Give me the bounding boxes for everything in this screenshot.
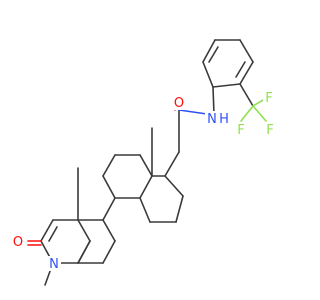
structure-diagram: O N O N H F F F — [12, 39, 276, 286]
bond-double-inner — [48, 226, 58, 242]
bond — [239, 39, 254, 63]
bond-cf3 — [252, 105, 267, 122]
bond — [40, 219, 54, 242]
fluorine-3-label: F — [237, 123, 244, 138]
bond — [202, 61, 214, 88]
bond — [239, 61, 254, 85]
bond — [102, 240, 116, 264]
nitrogen-amide-label: N — [207, 112, 217, 127]
bond — [212, 83, 241, 88]
label-background — [205, 111, 219, 126]
bond-aromatic-inner — [235, 61, 246, 78]
bond — [202, 39, 216, 63]
fluorine-1-label: F — [265, 91, 272, 106]
label-background — [264, 122, 276, 137]
bond-aromatic-inner — [208, 46, 219, 63]
bond — [77, 219, 91, 242]
bond — [102, 154, 116, 177]
bond — [102, 175, 116, 199]
bond — [212, 86, 215, 116]
label-background — [47, 256, 61, 271]
oxygen-ketone-label: O — [13, 235, 23, 250]
label-background — [12, 234, 25, 249]
bond — [139, 154, 153, 177]
oxygen-amide-label: O — [174, 96, 184, 111]
bond-cf3 — [240, 105, 254, 122]
label-background — [263, 90, 275, 105]
bond — [102, 219, 116, 242]
bond — [139, 197, 151, 223]
bond — [77, 240, 91, 264]
bond — [175, 195, 184, 223]
bond — [164, 151, 180, 177]
fluorine-2-label: F — [266, 123, 273, 138]
nitrogen-ring-label: N — [49, 257, 59, 272]
label-background — [235, 122, 247, 137]
bond — [239, 83, 254, 107]
bond — [102, 197, 116, 221]
label-background — [172, 95, 185, 110]
bond — [164, 175, 184, 197]
hydrogen-amide-label: H — [219, 112, 229, 127]
bond — [139, 175, 153, 199]
